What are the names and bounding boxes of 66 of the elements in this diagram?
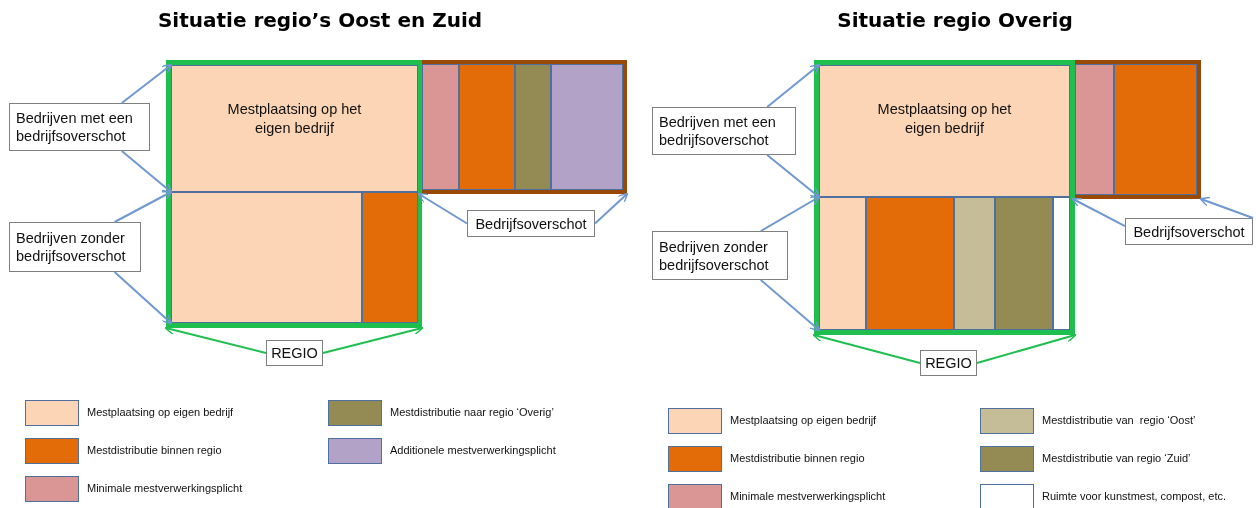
arrow — [766, 63, 821, 108]
region-frame — [166, 60, 422, 328]
surplus-frame — [419, 60, 627, 194]
label-box — [652, 107, 796, 155]
arrow — [766, 154, 821, 199]
arrow — [812, 332, 921, 364]
arrow — [113, 190, 173, 223]
area-block — [171, 65, 418, 192]
bar-segment — [515, 64, 551, 190]
arrow — [120, 63, 173, 104]
bar-segment — [1114, 64, 1197, 195]
label-box — [652, 231, 788, 280]
legend-text: Mestdistributie van regio ‘Oost’ — [1042, 414, 1196, 426]
bar-segment — [1075, 64, 1114, 195]
label-box — [266, 340, 323, 366]
node-text: Bedrijven met een bedrijfsoverschot — [16, 109, 134, 145]
arrow — [113, 271, 173, 325]
label-box — [9, 222, 141, 272]
node-text: Mestplaatsing op het eigen bedrijf — [226, 100, 363, 138]
legend-text: Mestdistributie binnen regio — [730, 452, 865, 464]
region-frame — [814, 60, 1075, 335]
arrow — [120, 150, 173, 194]
label-box — [1125, 218, 1253, 245]
arrow — [164, 324, 267, 354]
bar-segment — [422, 64, 459, 190]
label-box — [9, 103, 150, 151]
panel-title: Situatie regio’s Oost en Zuid — [156, 8, 484, 32]
bar-segment — [995, 197, 1053, 330]
bar-segment — [866, 197, 954, 330]
arrow — [322, 324, 424, 354]
node-text: REGIO — [271, 344, 318, 362]
legend-text: Mestplaatsing op eigen bedrijf — [87, 406, 234, 418]
bar-segment — [362, 192, 418, 323]
legend-text: Mestdistributie naar regio ‘Overig’ — [390, 406, 554, 418]
arrow — [1199, 196, 1254, 219]
legend-text: Additionele mestverwerkingsplicht — [390, 444, 556, 456]
arrow — [1071, 197, 1126, 228]
surplus-frame — [1073, 60, 1201, 199]
bar-segment — [819, 197, 866, 330]
arrow — [417, 192, 468, 225]
legend-text: Mestdistributie binnen regio — [87, 444, 222, 456]
node-text: Bedrijfsoverschot — [1133, 222, 1245, 241]
legend-text: Ruimte voor kunstmest, compost, etc. — [1042, 490, 1226, 502]
legend-text: Mestdistributie van regio ‘Zuid’ — [1042, 452, 1191, 464]
panel-title: Situatie regio Overig — [836, 8, 1074, 32]
node-text: Bedrijven met een bedrijfsoverschot — [659, 113, 777, 149]
bar-segment — [171, 192, 362, 323]
node-text: Bedrijfsoverschot — [475, 214, 587, 233]
legend-text: Mestplaatsing op eigen bedrijf — [730, 414, 877, 426]
label-box — [920, 350, 977, 376]
node-text: REGIO — [925, 354, 972, 372]
bar-segment — [954, 197, 995, 330]
legend-text: Minimale mestverwerkingsplicht — [730, 490, 886, 502]
legend-text: Minimale mestverwerkingsplicht — [87, 482, 243, 494]
area-block — [819, 65, 1070, 197]
bar-segment — [459, 64, 515, 190]
arrow — [976, 332, 1077, 364]
arrow — [759, 195, 821, 232]
bar-segment — [551, 64, 623, 190]
arrow — [594, 192, 629, 225]
bar-segment — [1053, 197, 1070, 330]
node-text: Bedrijven zonder bedrijfsoverschot — [659, 237, 770, 274]
label-box — [467, 210, 595, 237]
node-text: Mestplaatsing op het eigen bedrijf — [876, 100, 1013, 138]
arrow — [759, 279, 821, 332]
node-text: Bedrijven zonder bedrijfsoverschot — [16, 229, 127, 265]
